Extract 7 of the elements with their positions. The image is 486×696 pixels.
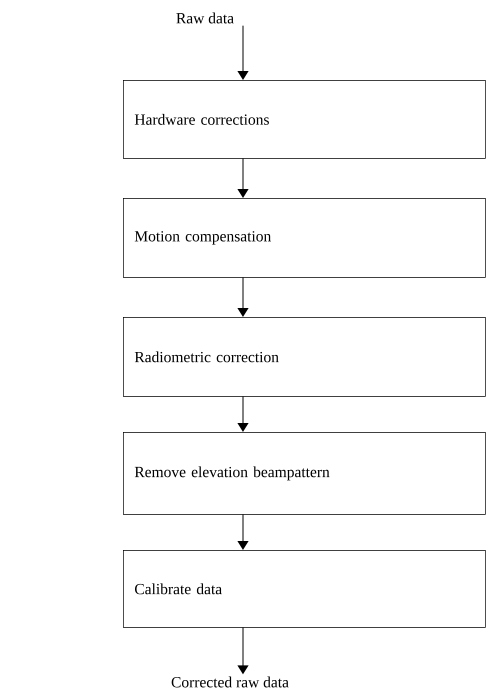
process-box: Radiometric correction <box>123 317 486 397</box>
text-label: Corrected raw data <box>172 676 289 688</box>
text-label: Raw data <box>176 12 234 24</box>
process-box: Calibrate data <box>123 550 486 628</box>
process-box: Hardware corrections <box>123 80 486 159</box>
process-box: Motion compensation <box>123 198 486 278</box>
process-box: Remove elevation beampattern <box>123 432 486 515</box>
